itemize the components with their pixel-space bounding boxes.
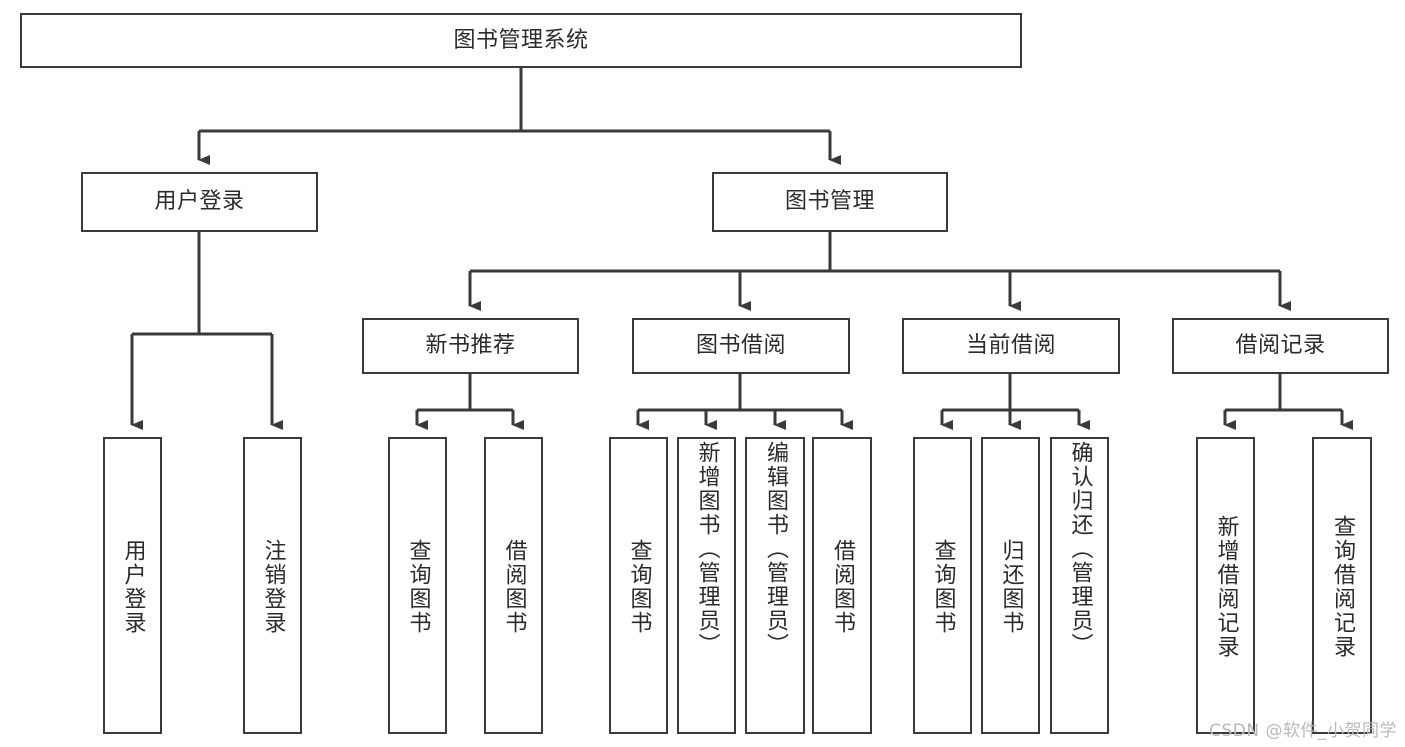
leaf-query-borrow-record[interactable]: 查询借阅记录 [1312,437,1372,734]
node-root-label: 图书管理系统 [453,27,589,53]
leaf-query-book-current[interactable]: 查询图书 [913,437,972,734]
node-book-management-label: 图书管理 [784,189,875,215]
node-user-login-label: 用户登录 [154,189,245,215]
leaf-borrow-book-rec[interactable]: 借阅图书 [484,437,543,734]
node-book-borrow[interactable]: 图书借阅 [632,318,850,374]
leaf-user-logout-label: 注销登录 [260,538,286,635]
leaf-query-borrow-record-label: 查询借阅记录 [1330,514,1355,659]
leaf-edit-book[interactable]: 编辑图书（管理员） [745,437,805,734]
leaf-add-book-label: 新增图书（管理员） [694,441,720,657]
node-new-book-recommend[interactable]: 新书推荐 [362,318,579,374]
node-borrow-record-label: 借阅记录 [1235,333,1326,359]
node-user-login[interactable]: 用户登录 [81,172,318,232]
node-current-borrow-label: 当前借阅 [965,333,1056,359]
leaf-return-book[interactable]: 归还图书 [981,437,1040,734]
leaf-add-book[interactable]: 新增图书（管理员） [677,437,736,734]
leaf-user-login-label: 用户登录 [120,538,146,635]
node-borrow-record[interactable]: 借阅记录 [1172,318,1389,374]
leaf-add-borrow-record-label: 新增借阅记录 [1213,514,1239,659]
leaf-query-book-rec[interactable]: 查询图书 [388,437,447,734]
node-current-borrow[interactable]: 当前借阅 [902,318,1120,374]
node-book-borrow-label: 图书借阅 [695,333,786,359]
leaf-query-book-rec-label: 查询图书 [405,538,431,635]
leaf-borrow-book-rec-label: 借阅图书 [501,538,527,635]
leaf-borrow-book[interactable]: 借阅图书 [812,437,872,734]
leaf-return-book-label: 归还图书 [998,538,1024,635]
leaf-query-book-borrow-label: 查询图书 [626,538,652,635]
leaf-confirm-return[interactable]: 确认归还（管理员） [1050,437,1109,734]
leaf-edit-book-label: 编辑图书（管理员） [763,441,788,657]
leaf-user-logout[interactable]: 注销登录 [243,437,302,734]
node-root[interactable]: 图书管理系统 [20,13,1022,68]
leaf-query-book-current-label: 查询图书 [930,538,956,635]
node-book-management[interactable]: 图书管理 [712,172,948,232]
leaf-confirm-return-label: 确认归还（管理员） [1067,441,1093,657]
csdn-watermark: CSDN @软件_小贺同学 [1209,721,1397,741]
leaf-add-borrow-record[interactable]: 新增借阅记录 [1196,437,1255,734]
node-new-book-recommend-label: 新书推荐 [425,333,516,359]
leaf-borrow-book-label: 借阅图书 [830,538,855,635]
leaf-user-login[interactable]: 用户登录 [103,437,162,734]
leaf-query-book-borrow[interactable]: 查询图书 [609,437,668,734]
